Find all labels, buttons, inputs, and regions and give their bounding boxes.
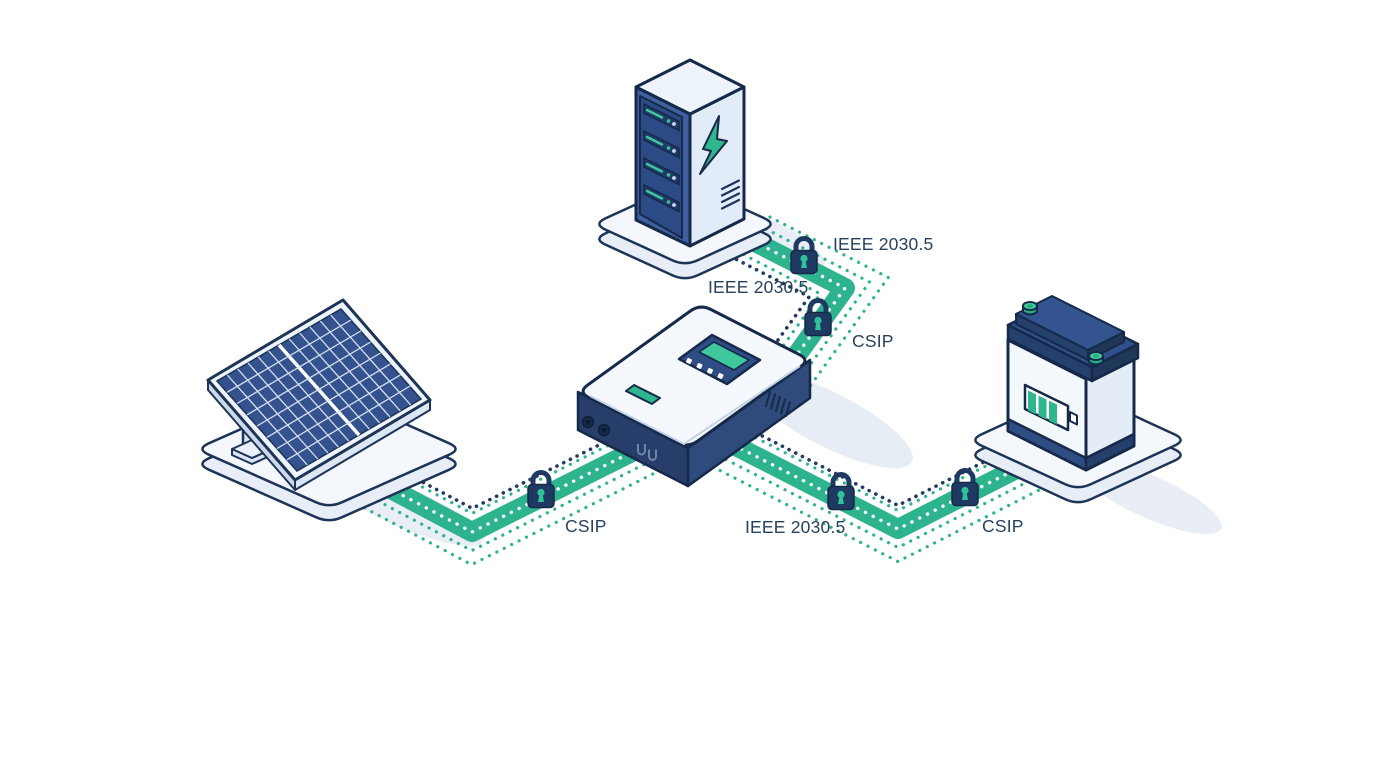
protocol-label-mid-ieee: IEEE 2030.5 bbox=[708, 277, 808, 297]
inverter-knobs bbox=[581, 415, 611, 437]
protocol-label-solar-csip: CSIP bbox=[565, 516, 607, 536]
link-outer-dots bbox=[711, 465, 1059, 564]
server-vents bbox=[720, 179, 741, 210]
battery-base-stripe-side bbox=[1084, 432, 1136, 472]
link-outer-dots bbox=[768, 215, 890, 389]
link-dark-dots bbox=[341, 422, 643, 511]
solar-panel-icon bbox=[201, 298, 457, 522]
protocol-label-server-csip: CSIP bbox=[852, 331, 894, 351]
link-edge-dots bbox=[716, 454, 1054, 550]
battery-terminal bbox=[1022, 301, 1038, 316]
link-center-dots bbox=[712, 219, 847, 372]
battery-charge-icon bbox=[1023, 383, 1078, 432]
protocol-labels: IEEE 2030.5 IEEE 2030.5 CSIP CSIP IEEE 2… bbox=[565, 234, 1024, 537]
inverter-port-marks bbox=[637, 444, 657, 461]
protocol-label-battery-csip: CSIP bbox=[982, 516, 1024, 536]
battery-cap-block-top bbox=[1015, 295, 1125, 351]
battery-terminal bbox=[1088, 351, 1104, 366]
protocol-label-battery-ieee: IEEE 2030.5 bbox=[745, 517, 845, 537]
inverter-icon bbox=[576, 305, 812, 488]
link-dark-dots bbox=[701, 240, 812, 358]
lightning-bolt-icon bbox=[699, 115, 728, 175]
inverter-screen bbox=[698, 341, 750, 371]
link-edge-dots bbox=[719, 204, 872, 382]
link-edge-dots bbox=[324, 456, 660, 553]
battery-icon bbox=[974, 295, 1182, 504]
inverter-lid-seam bbox=[589, 365, 801, 446]
protocol-label-server-ieee: IEEE 2030.5 bbox=[833, 234, 933, 254]
inverter-buttons bbox=[685, 357, 724, 380]
link-band bbox=[721, 432, 1049, 539]
server-icon bbox=[598, 58, 772, 280]
lock-icon bbox=[828, 475, 854, 510]
lock-icon bbox=[805, 301, 831, 336]
server-top-face bbox=[634, 58, 746, 116]
inverter-vents bbox=[765, 391, 791, 417]
lock-icon bbox=[952, 471, 978, 506]
solar-grid-lines bbox=[226, 314, 412, 466]
inverter-handle-notch bbox=[625, 384, 661, 405]
server-rack-slots bbox=[643, 102, 680, 213]
link-outer-dots bbox=[318, 467, 665, 567]
